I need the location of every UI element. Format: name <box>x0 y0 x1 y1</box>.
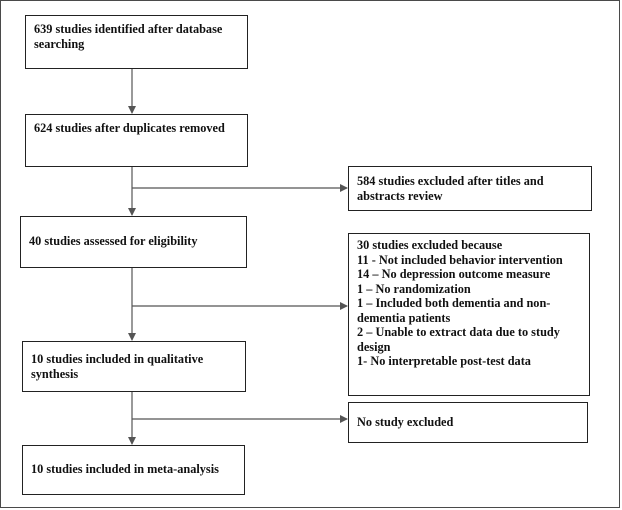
excluded-reasons-heading: 30 studies excluded because <box>357 238 503 252</box>
box-no-exclusion: No study excluded <box>348 402 588 443</box>
box-qualitative: 10 studies included in qualitative synth… <box>22 341 246 392</box>
box-eligibility: 40 studies assessed for eligibility <box>20 216 247 268</box>
box-excluded-reasons: 30 studies excluded because 11 - Not inc… <box>348 233 590 396</box>
excluded-reason-item: 1 – No randomization <box>357 281 471 296</box>
meta-analysis-text: 10 studies included in meta-analysis <box>31 462 219 476</box>
box-duplicates: 624 studies after duplicates removed <box>25 114 248 167</box>
excluded-reason-item: 11 - Not included behavior intervention <box>357 252 563 267</box>
qualitative-text: 10 studies included in qualitative synth… <box>31 352 204 381</box>
excluded-reason-item: 1 – Included both dementia and non-demen… <box>357 296 551 325</box>
no-exclusion-text: No study excluded <box>357 415 454 429</box>
excluded-reason-item: 2 – Unable to extract data due to study … <box>357 325 560 354</box>
excluded-reason-item: 1- No interpretable post-test data <box>357 354 531 368</box>
excluded-reason-item: 14 – No depression outcome measure <box>357 267 551 281</box>
identified-text: 639 studies identified after database se… <box>34 22 223 51</box>
excluded-titles-text: 584 studies excluded after titles and ab… <box>357 174 544 203</box>
box-identified: 639 studies identified after database se… <box>25 15 248 69</box>
box-excluded-titles: 584 studies excluded after titles and ab… <box>348 166 592 211</box>
duplicates-text: 624 studies after duplicates removed <box>34 121 225 135</box>
box-meta-analysis: 10 studies included in meta-analysis <box>22 445 245 495</box>
eligibility-text: 40 studies assessed for eligibility <box>29 234 198 248</box>
